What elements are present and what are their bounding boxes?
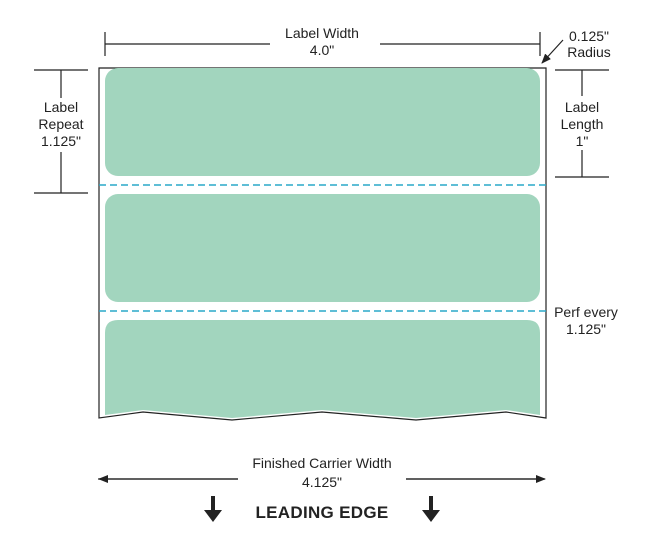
label-repeat-dimension — [34, 69, 88, 194]
carrier-width-value: 4.125" — [302, 474, 342, 490]
label-length-title-2: Length — [561, 116, 604, 132]
label-repeat-value: 1.125" — [41, 133, 81, 149]
label-3 — [105, 320, 540, 418]
leading-edge-label: LEADING EDGE — [255, 503, 388, 522]
label-repeat-title-2: Repeat — [38, 116, 83, 132]
label-length-value: 1" — [576, 133, 589, 149]
label-shapes — [105, 68, 540, 418]
perforation-lines — [99, 184, 546, 312]
label-2 — [105, 194, 540, 302]
label-repeat-title-1: Label — [44, 99, 78, 115]
radius-value: 0.125" — [569, 28, 609, 44]
label-width-title: Label Width — [285, 25, 359, 41]
perf-value: 1.125" — [566, 321, 606, 337]
label-length-title-1: Label — [565, 99, 599, 115]
label-length-dimension — [555, 69, 609, 178]
radius-title: Radius — [567, 44, 611, 60]
carrier-width-title: Finished Carrier Width — [252, 455, 391, 471]
arrow-down-icon — [422, 496, 440, 522]
arrow-down-icon — [204, 496, 222, 522]
radius-arrow — [541, 39, 564, 64]
perf-title: Perf every — [554, 304, 618, 320]
label-1 — [105, 68, 540, 176]
label-width-value: 4.0" — [310, 42, 334, 58]
